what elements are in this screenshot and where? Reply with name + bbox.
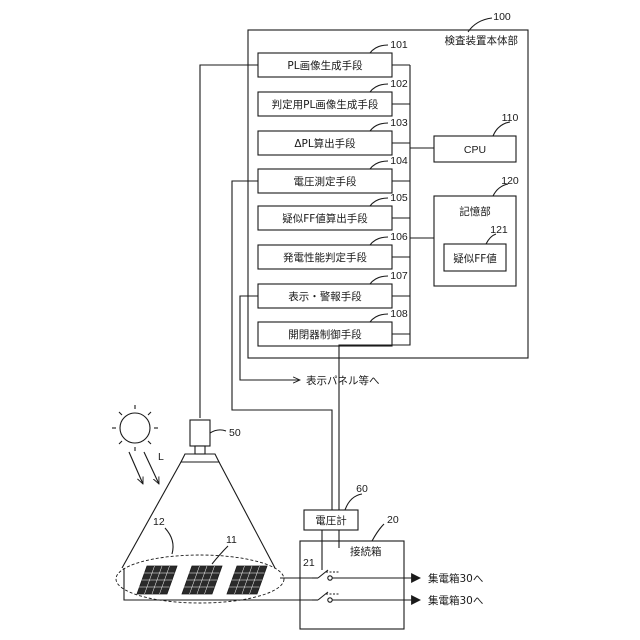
camera-lens-icon xyxy=(181,454,219,462)
memory-label: 記憶部 xyxy=(459,205,491,218)
module-label: 判定用PL画像生成手段 xyxy=(272,98,379,111)
panel-leader xyxy=(212,546,228,564)
module-ref: 108 xyxy=(390,308,408,320)
display-output-label: 表示パネル等へ xyxy=(306,374,380,387)
module-ref: 102 xyxy=(390,78,408,90)
switch-contact xyxy=(328,598,332,602)
junction-box-ref: 20 xyxy=(387,514,399,526)
sun-icon xyxy=(120,413,150,443)
module-ref: 101 xyxy=(390,39,408,51)
switch-ref: 21 xyxy=(303,557,315,569)
light-arrow xyxy=(144,452,159,484)
module-ref: 103 xyxy=(390,117,408,129)
solar-panel-icon xyxy=(182,566,222,594)
main-unit-label: 検査装置本体部 xyxy=(445,34,519,47)
module-label: 開閉器制御手段 xyxy=(288,328,362,341)
sun: L xyxy=(112,405,164,484)
output-label-upper: 集電箱30へ xyxy=(428,572,483,585)
panel-ref: 11 xyxy=(226,534,237,546)
light-label: L xyxy=(158,451,164,463)
module-label: 電圧測定手段 xyxy=(294,175,357,188)
camera-mount-icon xyxy=(195,446,205,454)
pseudo-ff-ref: 121 xyxy=(490,224,508,236)
pseudo-ff-label: 疑似FF値 xyxy=(453,252,497,265)
output-label-lower: 集電箱30へ xyxy=(428,594,483,607)
camera-leader xyxy=(210,430,226,433)
junction-box: 接続箱 20 21 集電箱30へ 集電箱30へ xyxy=(300,514,483,629)
sun-rays-icon xyxy=(112,405,158,451)
module-ref: 107 xyxy=(390,270,408,282)
area-leader xyxy=(165,528,173,554)
fov-line-right xyxy=(219,462,275,568)
switch-contact xyxy=(328,576,332,580)
voltmeter-leader xyxy=(345,494,362,510)
switch-blade-upper xyxy=(318,570,328,578)
module-label: 発電性能判定手段 xyxy=(283,251,367,264)
module-label: 表示・警報手段 xyxy=(288,290,362,303)
memory-ref: 120 xyxy=(501,175,519,187)
panel-array: 12 11 xyxy=(116,516,312,603)
light-arrow xyxy=(129,452,143,484)
module-label: ΔPL算出手段 xyxy=(294,137,356,150)
camera-body-icon xyxy=(190,420,210,446)
cpu-label: CPU xyxy=(464,144,486,156)
junction-box-leader xyxy=(372,524,384,541)
camera: 50 xyxy=(122,420,275,568)
main-unit-frame xyxy=(248,30,528,358)
module-ref: 106 xyxy=(390,231,408,243)
switch-blade-lower xyxy=(318,592,328,600)
voltmeter-ref: 60 xyxy=(356,483,368,495)
voltmeter-label: 電圧計 xyxy=(315,514,347,527)
module-ref: 105 xyxy=(390,192,408,204)
module-ref: 104 xyxy=(390,155,408,167)
cpu-ref: 110 xyxy=(502,112,519,124)
solar-panel-icon xyxy=(137,566,177,594)
module-label: PL画像生成手段 xyxy=(287,59,363,72)
camera-ref: 50 xyxy=(229,427,241,439)
junction-box-label: 接続箱 xyxy=(350,545,382,558)
main-unit-ref: 100 xyxy=(493,11,511,23)
solar-panel-icon xyxy=(227,566,267,594)
module-label: 疑似FF値算出手段 xyxy=(282,212,368,225)
area-ref: 12 xyxy=(153,516,165,528)
